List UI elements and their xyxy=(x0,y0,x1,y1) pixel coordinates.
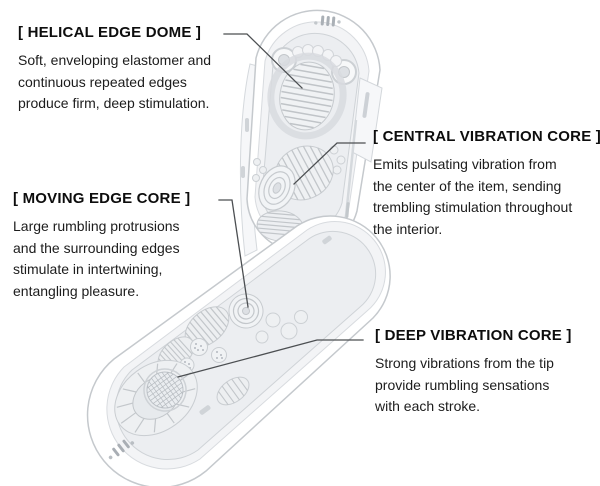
annotation-body: Emits pulsating vibration from the cente… xyxy=(373,156,573,237)
leader-line-central xyxy=(293,142,366,185)
annotation-title: [ MOVING EDGE CORE ] xyxy=(13,190,191,207)
lower-tray-textures xyxy=(114,293,308,437)
moving-edge-swirl xyxy=(228,293,264,329)
annotation-title: [ HELICAL EDGE DOME ] xyxy=(18,24,202,41)
annotation-title: [ DEEP VIBRATION CORE ] xyxy=(375,327,572,344)
annotation-body: Strong vibrations from the tip provide r… xyxy=(375,355,554,414)
annotation-central-vibration-core: [ CENTRAL VIBRATION CORE ] Emits pulsati… xyxy=(373,128,600,240)
leader-line-moving xyxy=(218,199,249,308)
top-vent-grille-icon xyxy=(314,15,341,27)
leader-lines xyxy=(177,33,366,378)
annotation-moving-edge-core: [ MOVING EDGE CORE ] Large rumbling prot… xyxy=(13,190,238,302)
onion-pod-texture xyxy=(258,165,296,211)
annotation-body: Soft, enveloping elastomer and continuou… xyxy=(18,52,212,111)
knobby-lumps xyxy=(255,310,308,344)
deep-core-disc xyxy=(143,368,187,412)
bump-cluster xyxy=(252,145,346,182)
leader-line-deep xyxy=(177,339,364,378)
annotation-deep-vibration-core: [ DEEP VIBRATION CORE ] Strong vibration… xyxy=(375,327,597,418)
annotation-title: [ CENTRAL VIBRATION CORE ] xyxy=(373,128,600,145)
annotation-helical-edge-dome: [ HELICAL EDGE DOME ] Soft, enveloping e… xyxy=(18,24,248,115)
leader-line-helical xyxy=(223,33,303,89)
tip-vent-grille-icon xyxy=(108,439,135,460)
annotation-body: Large rumbling protrusions and the surro… xyxy=(13,218,180,299)
small-ribbed-tube xyxy=(216,376,250,406)
